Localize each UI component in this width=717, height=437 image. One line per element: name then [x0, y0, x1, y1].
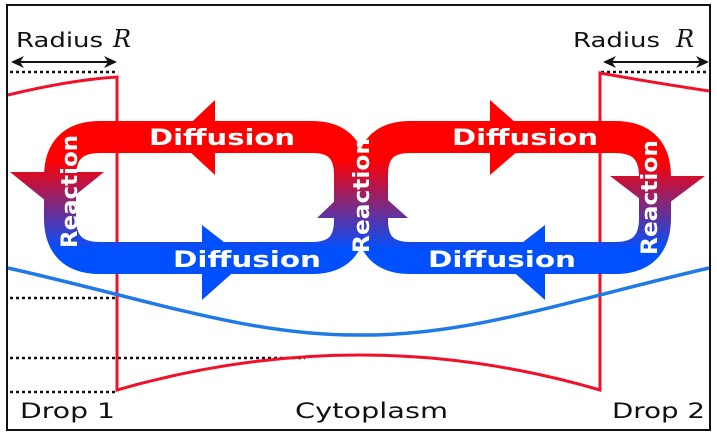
- label-reaction-center: Reaction: [350, 138, 375, 253]
- arrowhead-top-left: [175, 100, 215, 175]
- blue-concentration-curve: [7, 266, 710, 337]
- label-diffusion-top-left: Diffusion: [149, 126, 295, 151]
- label-reaction-right: Reaction: [638, 140, 663, 255]
- arrowhead-top-right: [490, 100, 533, 175]
- label-radius-left-symbol: R: [112, 25, 131, 53]
- label-radius-right: Radius: [573, 28, 660, 52]
- arrowhead-bottom-left: [202, 225, 247, 300]
- radius-arrow-right: [603, 56, 709, 68]
- label-drop-1: Drop 1: [20, 399, 115, 423]
- arrowhead-right-reaction: [610, 176, 705, 212]
- label-reaction-left: Reaction: [58, 135, 83, 248]
- arrowhead-left-reaction: [10, 172, 104, 210]
- label-diffusion-bottom-right: Diffusion: [428, 248, 576, 273]
- radius-arrow-left: [11, 56, 117, 68]
- label-drop-2: Drop 2: [612, 399, 705, 423]
- label-diffusion-top-right: Diffusion: [452, 126, 598, 151]
- arrowhead-bottom-right: [500, 225, 545, 300]
- arrowhead-center-reaction: [317, 176, 408, 218]
- label-radius-left: Radius: [16, 28, 103, 52]
- label-cytoplasm: Cytoplasm: [295, 399, 448, 423]
- label-diffusion-bottom-left: Diffusion: [173, 248, 321, 273]
- label-radius-right-symbol: R: [675, 25, 694, 53]
- red-concentration-curve: [7, 71, 710, 392]
